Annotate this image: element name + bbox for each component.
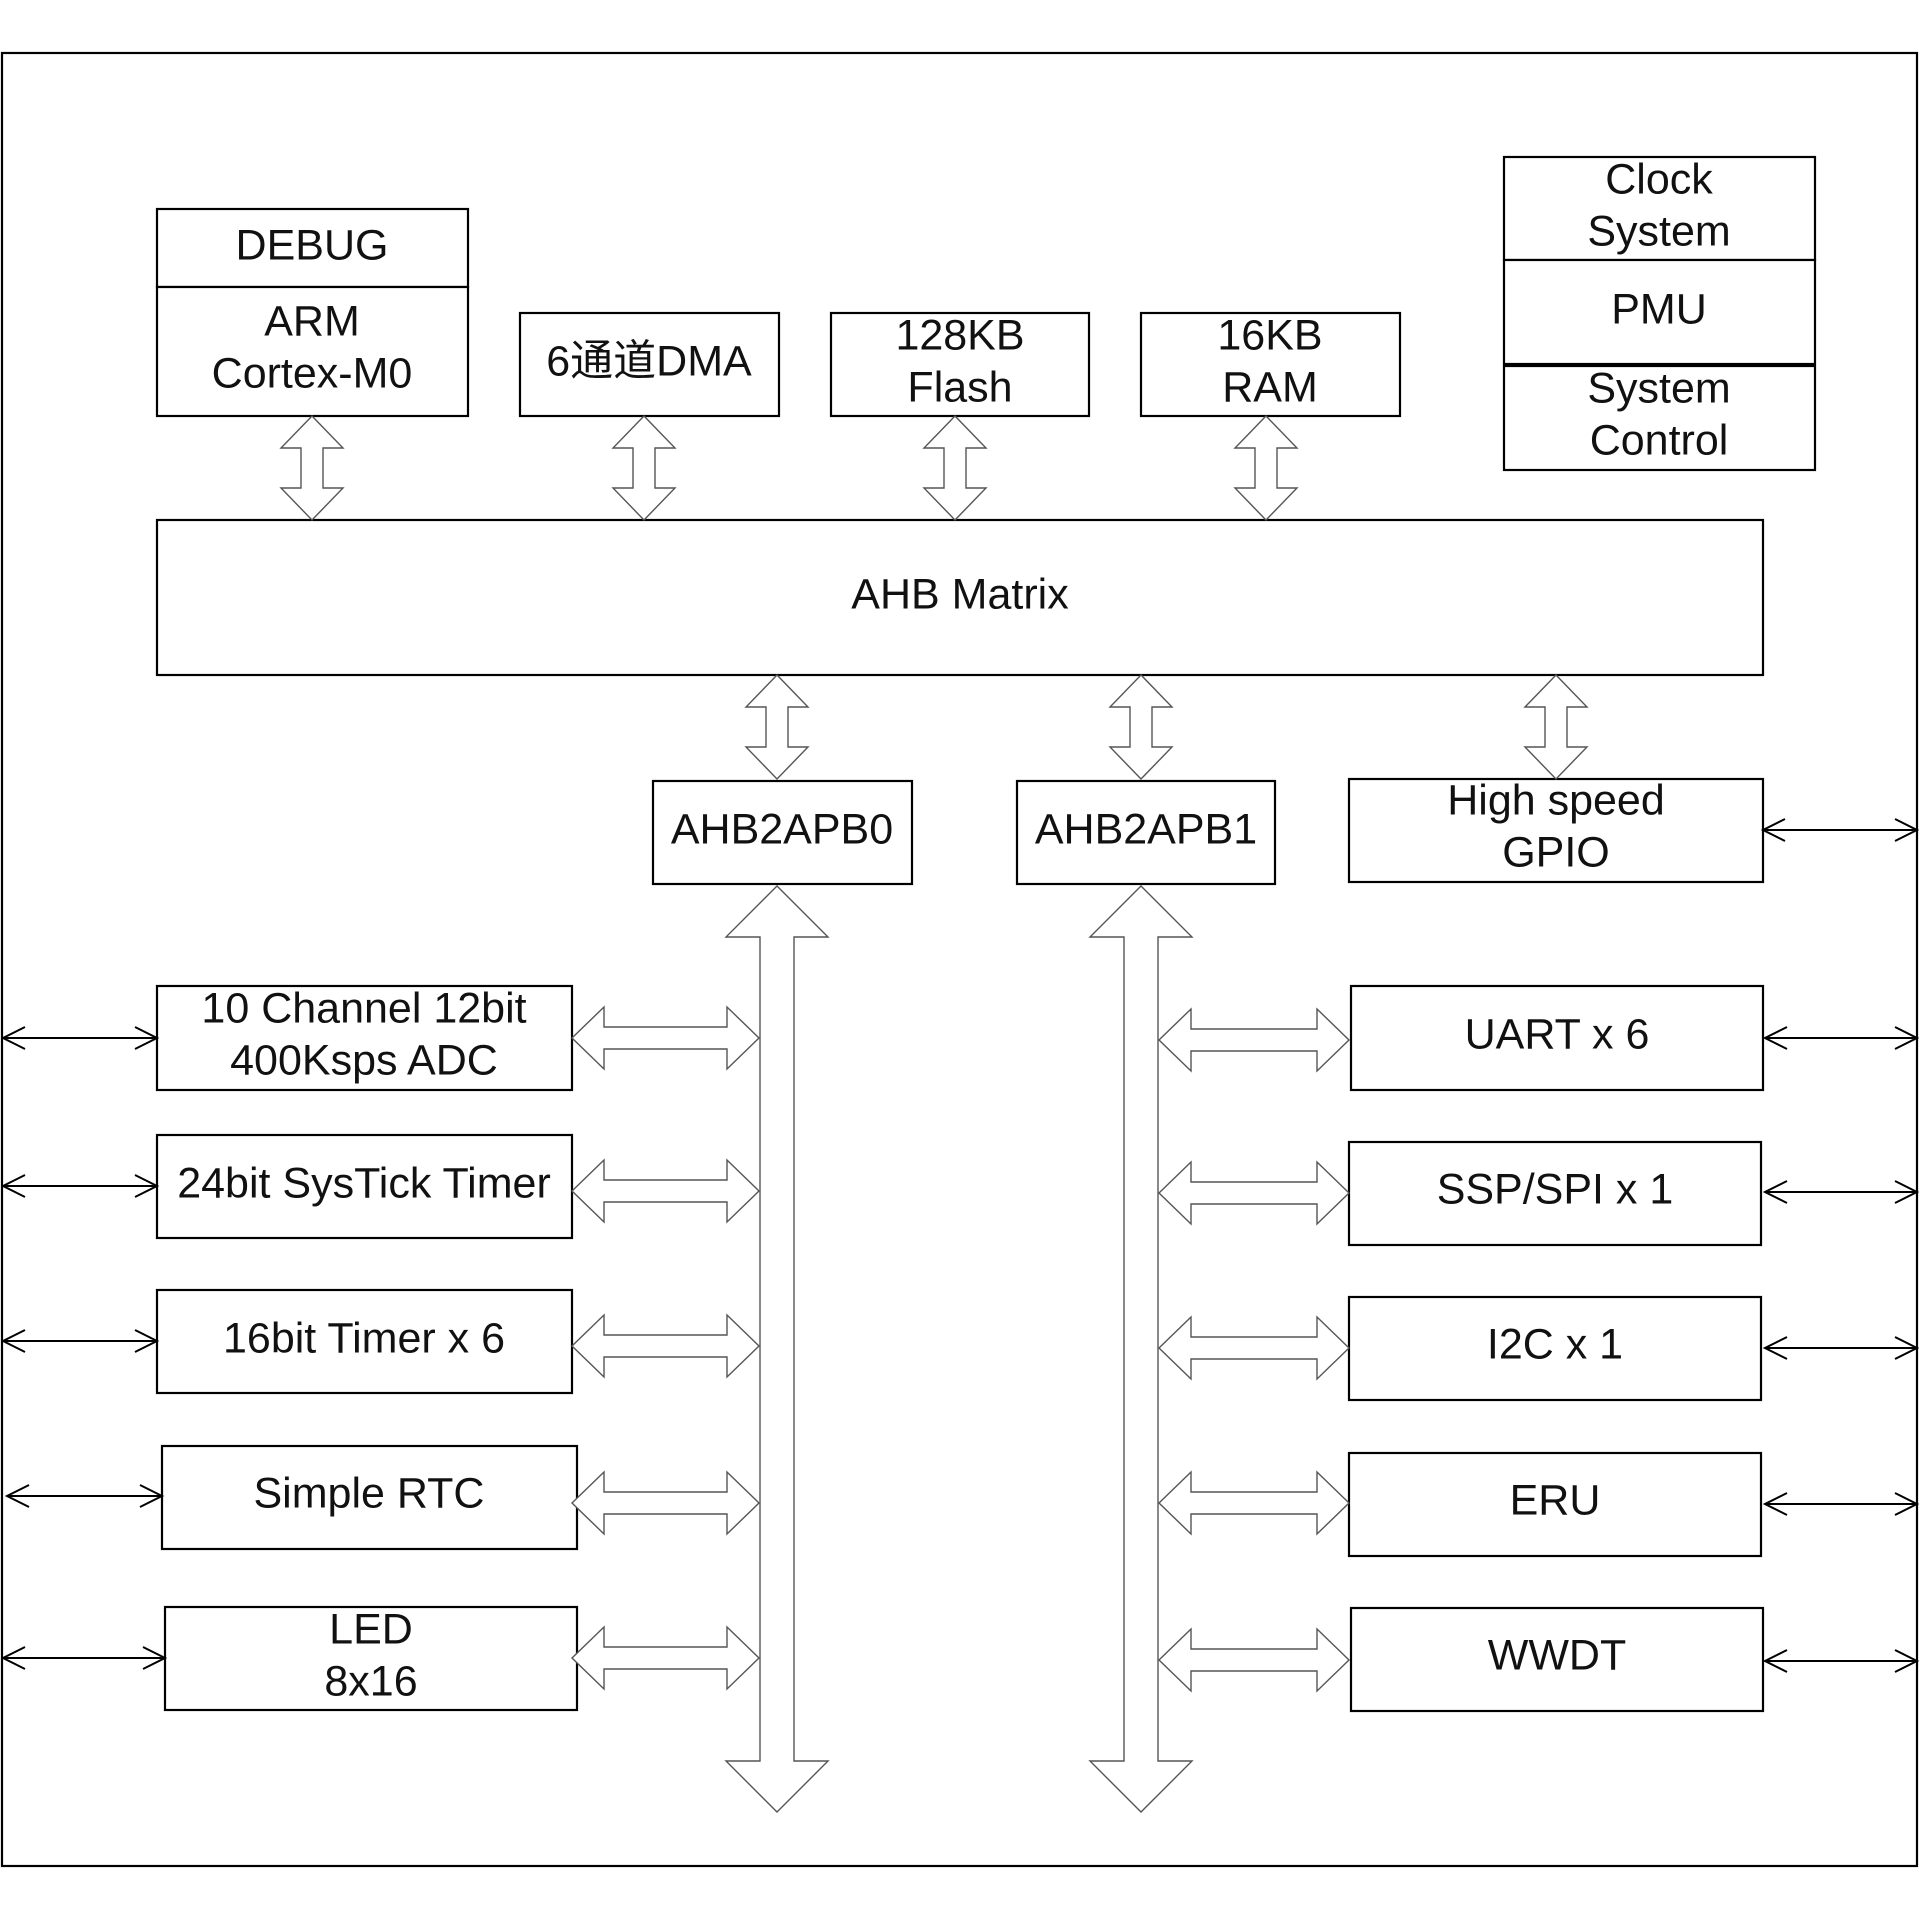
right-io-arrow-1-head-right [1894,1026,1920,1050]
flash-bus-arrow [922,414,988,522]
connection-arrows [0,414,1920,1813]
uart-label: UART x 6 [1465,1010,1650,1058]
system-control-block: System Control [1502,364,1817,472]
left-io-arrow-2-head-left [0,1329,26,1353]
dma-block: 6通道DMA [518,311,781,418]
debug-label: DEBUG [236,221,389,269]
gpio-bus-arrow [1523,673,1589,781]
apb1-label: AHB2APB1 [1035,805,1257,853]
right-io-arrow-5-head-right [1894,1649,1920,1673]
ahb2apb1-block: AHB2APB1 [1015,779,1277,886]
ahb-matrix-block: AHB Matrix [155,518,1765,677]
right-io-arrow-2-head-right [1894,1180,1920,1204]
adc-block: 10 Channel 12bit 400Ksps ADC [155,984,574,1092]
apb1-bus [1088,885,1194,1813]
apb1-link-arrow-4 [1157,1627,1351,1693]
dma-bus-arrow [611,414,677,522]
ahb2apb0-block: AHB2APB0 [651,779,914,886]
right-io-arrow-3-head-right [1894,1336,1920,1360]
left-io-arrow-0-head-right [134,1026,160,1050]
right-io-arrow-4-head-right [1894,1492,1920,1516]
apb1-link-arrow-1 [1157,1160,1351,1226]
ram-label-line2: RAM [1222,363,1318,411]
apb0-link-arrow-0 [570,1005,761,1071]
apb1-link-arrow-0 [1157,1007,1351,1073]
flash-label-line2: Flash [907,363,1012,411]
apb0-link-arrow-2 [570,1313,761,1379]
arm-bus-arrow [279,414,345,522]
right-io-arrow-0-head-right [1894,818,1920,842]
apb1-link-arrow-3 [1157,1470,1351,1536]
adc-label-line1: 10 Channel 12bit [201,984,526,1032]
apb0-link-arrow-1 [570,1158,761,1224]
timer-block: 16bit Timer x 6 [155,1288,574,1395]
left-io-arrow-4-head-right [142,1646,168,1670]
clock-label-line1: Clock [1605,155,1713,203]
spi-block: SSP/SPI x 1 [1347,1140,1763,1247]
right-io-arrow-4-head-left [1762,1492,1788,1516]
spi-label: SSP/SPI x 1 [1437,1165,1674,1213]
apb0-label: AHB2APB0 [671,805,893,853]
eru-block: ERU [1347,1451,1763,1558]
ram-bus-arrow [1233,414,1299,522]
gpio-label-line2: GPIO [1502,828,1610,876]
right-io-arrow-5-head-left [1762,1649,1788,1673]
right-io-arrow-1-head-left [1762,1026,1788,1050]
left-io-arrow-3-head-left [4,1484,30,1508]
uart-block: UART x 6 [1349,984,1765,1092]
apb0-bus [724,885,830,1813]
left-io-arrow-0-head-left [0,1026,26,1050]
systick-timer-block: 24bit SysTick Timer [155,1133,574,1240]
gpio-label-line1: High speed [1447,776,1665,824]
dma-label: 6通道DMA [546,337,752,385]
arm-label-line2: Cortex-M0 [212,349,413,397]
apb0-bus-arrow [744,673,810,781]
wwdt-label: WWDT [1488,1631,1627,1679]
apb0-link-arrow-4 [570,1625,761,1691]
ahb-matrix-label: AHB Matrix [851,570,1069,618]
ram-block: 16KB RAM [1139,311,1402,418]
debug-block: DEBUG [155,207,470,289]
pmu-label: PMU [1611,285,1707,333]
clock-system-block: Clock System [1502,155,1817,262]
adc-label-line2: 400Ksps ADC [230,1036,498,1084]
flash-block: 128KB Flash [829,311,1091,418]
led-block: LED 8x16 [163,1605,579,1712]
led-label-line2: 8x16 [324,1657,417,1705]
apb1-bus-arrow [1108,673,1174,781]
eru-label: ERU [1510,1476,1601,1524]
high-speed-gpio-block: High speed GPIO [1347,776,1765,884]
arm-label-line1: ARM [264,297,360,345]
right-io-arrow-2-head-left [1762,1180,1788,1204]
right-io-arrow-3-head-left [1762,1336,1788,1360]
left-io-arrow-4-head-left [0,1646,26,1670]
right-io-arrow-0-head-left [1760,818,1786,842]
sysctrl-label-line2: Control [1590,416,1729,464]
flash-label-line1: 128KB [895,311,1024,359]
rtc-block: Simple RTC [160,1444,579,1551]
led-label-line1: LED [329,1605,413,1653]
apb1-link-arrow-2 [1157,1315,1351,1381]
i2c-label: I2C x 1 [1487,1320,1623,1368]
ram-label-line1: 16KB [1217,311,1322,359]
clock-label-line2: System [1587,207,1730,255]
timer-label: 16bit Timer x 6 [223,1314,505,1362]
i2c-block: I2C x 1 [1347,1295,1763,1402]
pmu-block: PMU [1502,258,1817,366]
sysctrl-label-line1: System [1587,364,1730,412]
apb0-link-arrow-3 [570,1470,761,1536]
arm-cortex-m0-block: ARM Cortex-M0 [155,285,470,418]
systick-label: 24bit SysTick Timer [177,1159,551,1207]
wwdt-block: WWDT [1349,1606,1765,1713]
left-io-arrow-3-head-right [139,1484,165,1508]
left-io-arrow-1-head-left [0,1174,26,1198]
rtc-label: Simple RTC [254,1469,485,1517]
left-io-arrow-1-head-right [134,1174,160,1198]
left-io-arrow-2-head-right [134,1329,160,1353]
